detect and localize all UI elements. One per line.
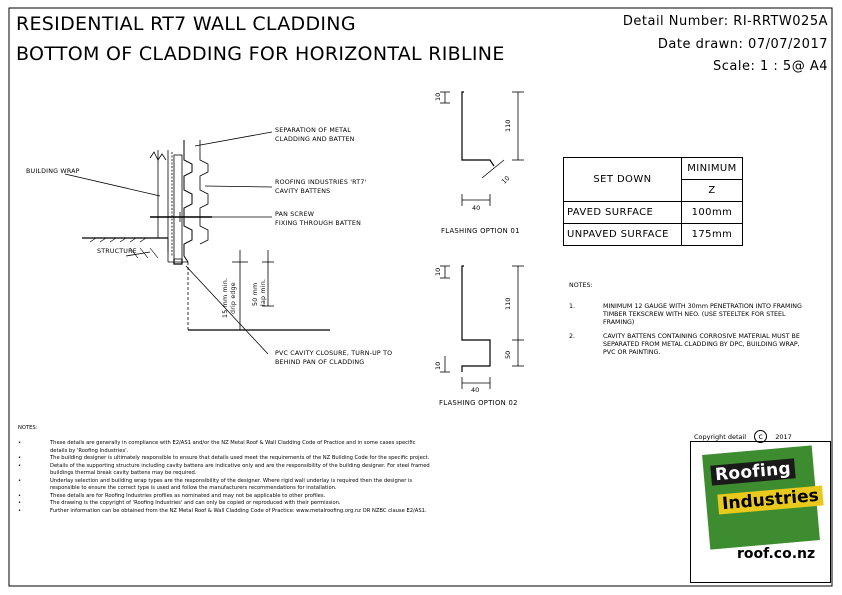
- label-screw-1: PAN SCREW: [275, 211, 315, 218]
- minimum-header: MINIMUM: [680, 157, 744, 180]
- flashing2-dim-width: 40: [471, 386, 480, 394]
- notes-bottom-heading: NOTES:: [18, 425, 38, 431]
- flashing2-dim-top: 10: [434, 267, 442, 276]
- label-building-wrap: BUILDING WRAP: [26, 168, 80, 175]
- flashing2-caption: FLASHING OPTION 02: [439, 399, 518, 407]
- notes-right-num-2: 2.: [569, 333, 576, 340]
- row-label: PAVED SURFACE: [563, 201, 682, 224]
- label-separation-2: CLADDING AND BATTEN: [275, 136, 355, 143]
- copyright-text: Copyright detail: [694, 433, 747, 441]
- table-row: PAVED SURFACE 100mm: [563, 201, 744, 224]
- label-separation-1: SEPARATION OF METAL: [275, 127, 351, 134]
- setdown-table: SET DOWN MINIMUM Z PAVED SURFACE 100mm U…: [563, 157, 744, 246]
- table-row: UNPAVED SURFACE 175mm: [563, 223, 744, 246]
- list-item: •These details are generally in complian…: [18, 440, 416, 454]
- flashing2-dim-lower: 50: [504, 350, 512, 359]
- notes-right-text-2: CAVITY BATTENS CONTAINING CORROSIVE MATE…: [603, 333, 800, 356]
- flashing1-dim-width: 40: [472, 204, 481, 212]
- list-item: •Details of the supporting structure inc…: [18, 462, 430, 477]
- label-pvc-1: PVC CAVITY CLOSURE, TURN-UP TO: [275, 350, 393, 357]
- unit-z: Z: [680, 179, 744, 202]
- detail-number: Detail Number: RI-RRTW025A: [622, 14, 828, 29]
- list-item: •The building designer is ultimately res…: [18, 455, 430, 461]
- date-drawn: Date drawn: 07/07/2017: [657, 37, 828, 52]
- flashing2-dim-bottom: 10: [434, 361, 442, 370]
- logo-url: roof.co.nz: [737, 546, 816, 562]
- flashing2-dim-height: 110: [504, 297, 512, 310]
- label-structure: STRUCTURE: [97, 248, 137, 255]
- setdown-header: SET DOWN: [563, 157, 682, 202]
- notes-right-text-1: MINIMUM 12 GAUGE WITH 30mm PENETRATION I…: [603, 303, 802, 326]
- label-battens-1: ROOFING INDUSTRIES 'RT7': [275, 179, 367, 186]
- copyright-icon: c: [754, 430, 768, 443]
- copyright-year: 2017: [775, 433, 792, 441]
- row-value: 100mm: [680, 201, 744, 224]
- title-line-2: BOTTOM OF CLADDING FOR HORIZONTAL RIBLIN…: [16, 43, 505, 65]
- list-item: •These details are for Roofing Industrie…: [18, 492, 326, 499]
- row-value: 175mm: [680, 223, 744, 246]
- list-item: •Underlay selection and building wrap ty…: [18, 477, 413, 492]
- label-battens-2: CAVITY BATTENS: [275, 188, 331, 195]
- label-pvc-2: BEHIND PAN OF CLADDING: [275, 359, 365, 366]
- notes-bottom-list: •These details are generally in complian…: [18, 440, 438, 515]
- label-screw-2: FIXING THROUGH BATTEN: [275, 220, 361, 227]
- flashing1-caption: FLASHING OPTION 01: [441, 227, 520, 235]
- copyright: Copyright detail c 2017: [694, 430, 792, 443]
- list-item: •Further information can be obtained fro…: [18, 507, 427, 514]
- logo-box: Roofing Industries roof.co.nz: [690, 441, 831, 583]
- scale: Scale: 1 : 5@ A4: [713, 59, 828, 74]
- leader-separation: [194, 131, 273, 147]
- notes-right-heading: NOTES:: [569, 282, 593, 289]
- row-label: UNPAVED SURFACE: [563, 223, 682, 246]
- title-line-1: RESIDENTIAL RT7 WALL CLADDING: [16, 13, 356, 35]
- notes-right-num-1: 1.: [569, 303, 576, 310]
- list-item: •The drawing is the copyright of 'Roofin…: [18, 500, 341, 506]
